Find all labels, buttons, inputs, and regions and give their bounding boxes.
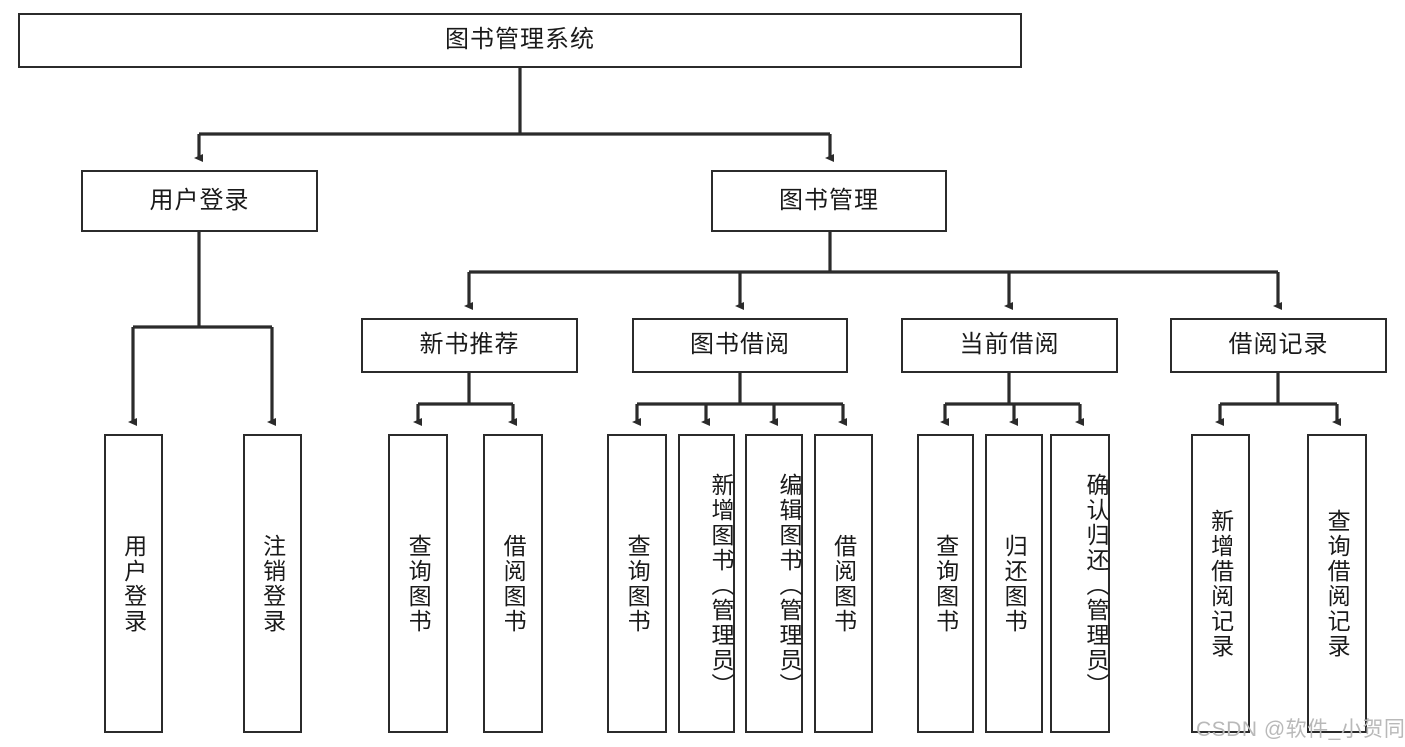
leaf-user-login[interactable]: 用户登录 <box>104 434 163 733</box>
node-borrow-records[interactable]: 借阅记录 <box>1170 318 1387 373</box>
leaf-query-book-newbook[interactable]: 查询图书 <box>388 434 448 733</box>
leaf-add-book-admin[interactable]: 新增图书（管理员） <box>678 434 735 733</box>
node-root-system[interactable]: 图书管理系统 <box>18 13 1022 68</box>
csdn-watermark: CSDN @软件_小贺同学 <box>1196 718 1405 741</box>
node-user-login[interactable]: 用户登录 <box>81 170 318 232</box>
leaf-confirm-return-admin[interactable]: 确认归还（管理员） <box>1050 434 1110 733</box>
node-book-borrow[interactable]: 图书借阅 <box>632 318 848 373</box>
node-book-management[interactable]: 图书管理 <box>711 170 947 232</box>
leaf-borrow-book-newbook[interactable]: 借阅图书 <box>483 434 543 733</box>
leaf-query-book-borrow[interactable]: 查询图书 <box>607 434 667 733</box>
node-current-borrow[interactable]: 当前借阅 <box>901 318 1118 373</box>
leaf-query-book-current[interactable]: 查询图书 <box>917 434 974 733</box>
leaf-user-logout[interactable]: 注销登录 <box>243 434 302 733</box>
node-new-book-recommend[interactable]: 新书推荐 <box>361 318 578 373</box>
leaf-edit-book-admin[interactable]: 编辑图书（管理员） <box>745 434 803 733</box>
leaf-lend-book[interactable]: 借阅图书 <box>814 434 873 733</box>
leaf-query-borrow-record[interactable]: 查询借阅记录 <box>1307 434 1367 733</box>
leaf-return-book[interactable]: 归还图书 <box>985 434 1043 733</box>
leaf-add-borrow-record[interactable]: 新增借阅记录 <box>1191 434 1250 733</box>
